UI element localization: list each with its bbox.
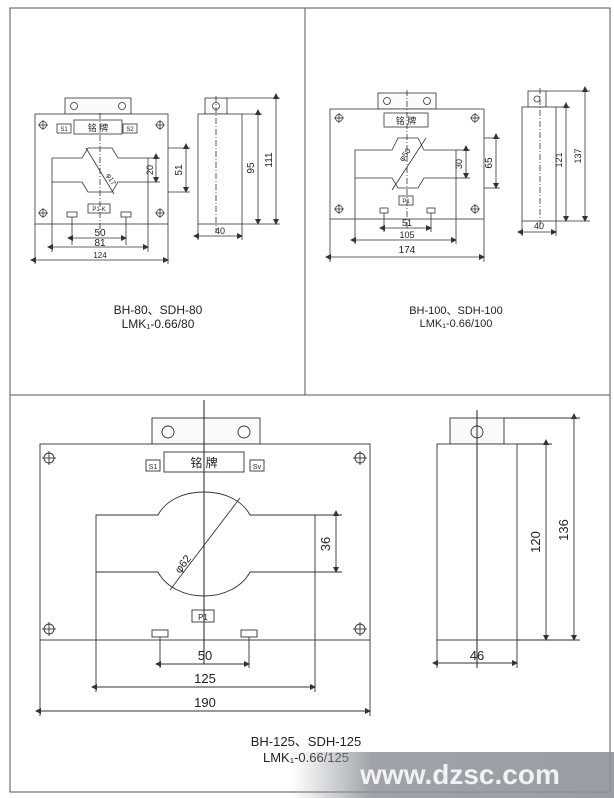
panel-bh100: 铭 牌 φ50 P1 30 65 51 105 174 121 137 [325, 86, 590, 262]
side-inner-height-label: 95 [246, 162, 257, 174]
side-depth-label: 40 [215, 226, 225, 236]
primary-mark-box [191, 609, 215, 623]
nameplate-label: 铭 牌 [88, 122, 109, 133]
slot-spacing-label: 81 [94, 238, 106, 249]
window-outer-height-label: 51 [174, 164, 185, 176]
slot-spacing-label: 125 [194, 671, 216, 686]
window-outer-height-label: 65 [484, 157, 495, 169]
mount-spacing-label: 51 [402, 218, 412, 228]
window-diameter-line [169, 497, 241, 591]
panel-bh125: 铭 牌 S1 Sv φ62 P1 36 50 125 190 120 136 [35, 400, 580, 716]
watermark-band [290, 752, 614, 798]
side-body [521, 106, 557, 222]
mount-holes [38, 120, 165, 218]
primary-mark-box [398, 195, 414, 206]
terminal-s1-box [145, 459, 161, 472]
caption-bh100-line1: BH-100、SDH-100 [409, 305, 503, 317]
mount-spacing-label: 50 [198, 648, 212, 663]
terminal-s2-label: Sv [253, 464, 262, 471]
caption-bh80-line1: BH-80、SDH-80 [114, 303, 203, 317]
terminal-bracket [151, 417, 261, 445]
primary-mark-label: P1 [198, 613, 208, 622]
primary-mark-label: P1-K [92, 207, 105, 213]
caption-bh125-line1: BH-125、SDH-125 [251, 734, 362, 749]
side-overall-height-label: 137 [573, 148, 583, 163]
side-inner-height-label: 121 [554, 152, 564, 167]
window-height-label: 30 [454, 159, 464, 169]
caption-bh80-line2: LMK₁-0.66/80 [122, 317, 195, 331]
nameplate-label: 铭 牌 [396, 115, 417, 126]
bracket-hole [118, 102, 126, 110]
side-overall-height-label: 136 [556, 519, 571, 541]
window-height-label: 20 [145, 165, 155, 175]
terminal-bracket [64, 97, 132, 115]
primary-mark-label: P1 [402, 199, 410, 205]
terminal-s1-label: S1 [149, 464, 158, 471]
primary-mark-box [87, 203, 111, 214]
mount-holes [42, 451, 367, 636]
side-body [197, 113, 243, 225]
nameplate [383, 112, 429, 128]
side-depth-label: 40 [534, 221, 544, 231]
watermark: www.dzsc.com [290, 752, 614, 798]
overall-width-label: 174 [399, 245, 416, 256]
terminal-s2-box [122, 123, 138, 134]
terminal-s1-label: S1 [60, 127, 68, 133]
overall-width-label: 124 [93, 251, 107, 260]
caption-bh100-line2: LMK₁-0.66/100 [420, 318, 493, 330]
side-overall-height-label: 111 [264, 152, 275, 168]
side-depth-label: 46 [470, 648, 484, 663]
side-inner-height-label: 120 [528, 531, 543, 553]
terminal-s2-box [249, 459, 265, 472]
terminal-s1-box [56, 123, 72, 134]
overall-width-label: 190 [194, 695, 216, 710]
watermark-text: www.dzsc.com [359, 759, 560, 790]
nameplate [73, 119, 123, 135]
window-diameter-line [391, 137, 427, 191]
side-bracket [527, 90, 547, 108]
bracket-hole [70, 102, 78, 110]
window-height-label: 36 [318, 537, 333, 551]
terminal-s2-label: S2 [126, 127, 134, 133]
mount-holes [334, 113, 480, 214]
mount-spacing-label: 50 [94, 228, 106, 239]
slot-spacing-label: 105 [399, 230, 414, 240]
panel-bh80: 铭 牌 S1 S2 φ17 P1-K 20 51 50 81 124 [30, 93, 280, 264]
